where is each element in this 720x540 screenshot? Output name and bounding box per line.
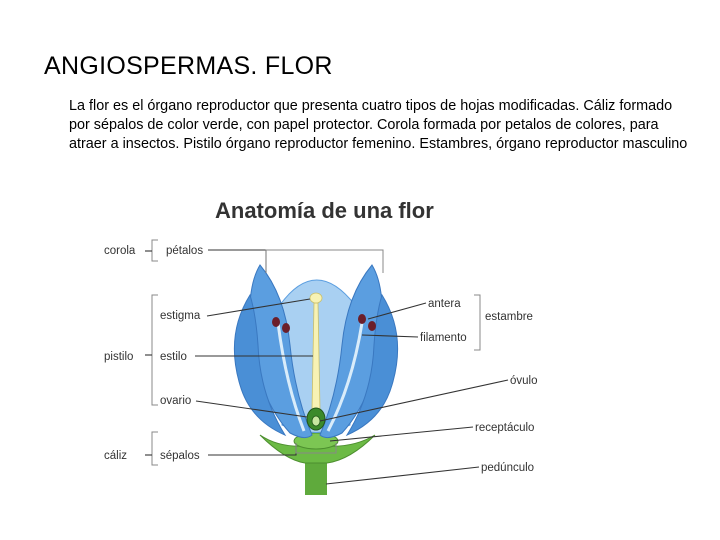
label-sepalos: sépalos	[160, 450, 200, 462]
corola-bracket	[151, 239, 158, 262]
filament-left	[276, 322, 306, 432]
leader-receptaculo	[329, 426, 474, 442]
label-corola: corola	[104, 245, 136, 257]
pistilo-bracket	[151, 294, 158, 406]
petal-outer-right-shape	[345, 293, 399, 437]
label-ovario: ovario	[160, 395, 191, 407]
label-ovulo: óvulo	[510, 375, 538, 387]
anther-left-2	[282, 323, 290, 333]
leader-pedunculo	[325, 466, 480, 485]
leader-estigma	[206, 298, 311, 317]
label-pistilo: pistilo	[104, 351, 133, 363]
leader-antera	[367, 302, 427, 320]
slide-body-text: La flor es el órgano reproductor que pre…	[69, 98, 688, 152]
flower-anatomy-diagram: Anatomía de una flor	[100, 195, 550, 505]
anther-left-1	[272, 317, 280, 327]
leader-ovulo	[319, 379, 509, 422]
label-estilo: estilo	[160, 351, 187, 363]
anther-right-1	[358, 314, 366, 324]
label-caliz: cáliz	[104, 450, 127, 462]
stigma-shape	[309, 292, 323, 304]
flower-illustration	[233, 264, 399, 495]
label-estambre: estambre	[485, 311, 533, 323]
label-receptaculo: receptáculo	[475, 422, 534, 434]
leader-ovario	[195, 400, 308, 418]
filament-right	[326, 322, 364, 432]
label-antera: antera	[428, 298, 461, 310]
slide-title: ANGIOSPERMAS. FLOR	[44, 52, 333, 80]
caliz-bracket	[151, 431, 158, 466]
leader-filamento	[361, 334, 419, 338]
label-pedunculo: pedúnculo	[481, 462, 534, 474]
label-filamento: filamento	[420, 332, 467, 344]
label-petalos: pétalos	[166, 245, 203, 257]
ovule-shape	[311, 415, 321, 427]
petal-outer-left-shape	[233, 293, 287, 437]
anther-right-2	[368, 321, 376, 331]
estambre-bracket	[474, 294, 481, 351]
diagram-title: Anatomía de una flor	[215, 198, 434, 223]
peduncle-shape	[305, 463, 327, 495]
label-estigma: estigma	[160, 310, 201, 322]
